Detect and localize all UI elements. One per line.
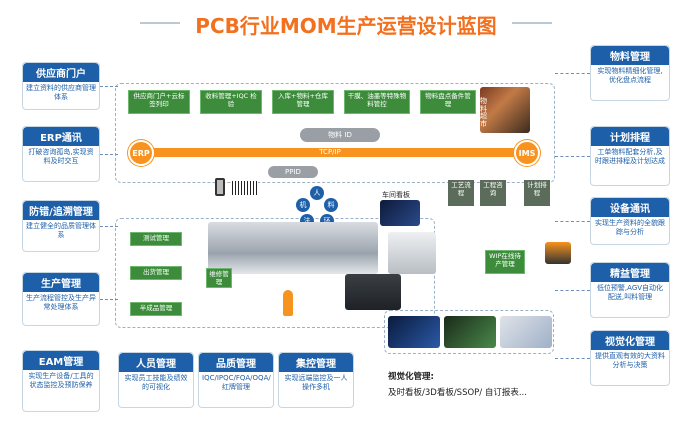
semi-finished-mgmt-box: 半成品管理 [130,302,182,316]
visual-screen-1 [388,316,440,348]
card-desc: 打破咨询孤岛,实现资料及时交互 [28,148,94,165]
card-desc: 低位预警,AGV自动化配送,叫料管理 [596,284,664,301]
card-title: 供应商门户 [23,63,99,82]
process-step-inventory: 物料盘点备件管理 [420,90,476,114]
card-title: 精益管理 [591,263,669,282]
workshop-board-label: 车间看板 [382,191,410,199]
material-id-pill: 物料 ID [300,128,380,142]
card-title: 物料管理 [591,46,669,65]
card-quality: 品质管理 IQC/IPQC/FQA/OQA/ 红牌管理 [198,352,274,408]
card-title: 视觉化管理 [591,331,669,350]
connector [555,358,590,359]
plan-schedule-box: 计划排程 [524,180,550,206]
production-line-image [208,222,378,274]
card-title: 人员管理 [119,353,193,372]
card-device-comm: 设备通讯 实现生产资料的全貌跟踪与分析 [590,197,670,245]
visual-screen-3 [500,316,552,348]
visual-frame [384,310,554,354]
card-desc: 实现生产设备/工具的状态监控及预防保养 [28,372,94,389]
worker-figure [283,290,293,316]
phone-icon [215,178,225,196]
visual-screen-2 [444,316,496,348]
main-diagram-frame [115,83,555,183]
card-desc: 实现员工技能及绩效的可视化 [124,374,188,391]
card-desc: 建立健全的品质管理体系 [26,222,96,239]
card-title: 生产管理 [23,273,99,292]
card-material-mgmt: 物料管理 实现物料精细化管理,优化盘点流程 [590,45,670,101]
ims-node: IMS [514,140,540,166]
card-title: EAM管理 [23,351,99,370]
card-erp-comm: ERP通讯 打破咨询孤岛,实现资料及时交互 [22,126,100,182]
visual-title: 视觉化管理: [388,372,434,382]
barcode-icon [232,181,258,195]
card-scheduling: 计划排程 工单物料配套分析,及时跟进排程及计划达成 [590,126,670,186]
agv-image [545,242,571,264]
card-central-control: 集控管理 实现远端监控及一人操作多机 [278,352,354,408]
smt-machine-image [388,232,436,274]
circle-material: 料 [324,198,338,212]
engineering-consult-box: 工程咨询 [480,180,506,206]
visual-desc: 及时看板/3D看板/SSOP/ 自订报表... [388,388,527,398]
circle-people: 人 [310,186,324,200]
card-personnel: 人员管理 实现员工技能及绩效的可视化 [118,352,194,408]
material-supermarket-image [480,87,530,133]
test-mgmt-box: 测试管理 [130,232,182,246]
card-visual: 视觉化管理 提供直观有效的大资料分析与决策 [590,330,670,386]
card-desc: IQC/IPQC/FQA/OQA/ 红牌管理 [202,374,271,391]
card-desc: 实现物料精细化管理,优化盘点流程 [597,67,663,84]
process-step-warehouse: 入库+物料+仓库管理 [272,90,334,114]
connector [555,156,590,157]
shipping-mgmt-box: 出货管理 [130,266,182,280]
card-desc: 实现生产资料的全貌跟踪与分析 [595,219,665,236]
page-title: PCB行业MOM生产运营设计蓝图 [195,14,497,38]
connector [555,221,590,222]
card-title: 计划排程 [591,127,669,146]
card-error-proof: 防错/追溯管理 建立健全的品质管理体系 [22,200,100,252]
card-title: 集控管理 [279,353,353,372]
connector [100,86,118,87]
connector [555,73,590,74]
title-deco-left [140,22,180,24]
control-desk-image [345,274,401,310]
card-eam: EAM管理 实现生产设备/工具的状态监控及预防保养 [22,350,100,412]
process-flow-box: 工艺流程 [448,180,474,206]
ppid-pill: PPID [268,166,318,178]
process-step-special-material: 干膜、油墨等特殊物料管控 [344,90,410,114]
connector [100,226,118,227]
connector [555,290,590,291]
tcpip-bus: TCP/IP [140,148,520,157]
card-production: 生产管理 生产流程管控及生产异常处理体系 [22,272,100,326]
circle-machine: 机 [296,198,310,212]
title-deco-right [512,22,552,24]
tcpip-label: TCP/IP [319,148,341,156]
material-supermarket-label: 物料超市 [480,97,487,129]
process-step-supplier: 供应商门户+云标签列印 [128,90,190,114]
wip-box: WIP在线待产管理 [485,250,525,274]
card-title: 品质管理 [199,353,273,372]
workshop-board-image [380,200,420,226]
card-title: 防错/追溯管理 [23,201,99,220]
card-supplier-portal: 供应商门户 建立资料的供应商管理体系 [22,62,100,110]
card-desc: 建立资料的供应商管理体系 [26,84,96,101]
card-desc: 工单物料配套分析,及时跟进排程及计划达成 [595,148,665,165]
connector [100,154,118,155]
card-desc: 实现远端监控及一人操作多机 [284,374,348,391]
repair-mgmt-box: 维修管理 [206,268,232,288]
connector [100,299,118,300]
card-desc: 提供直观有效的大资料分析与决策 [595,352,665,369]
card-title: 设备通讯 [591,198,669,217]
process-step-receiving: 收料管理+IQC 检验 [200,90,262,114]
card-title: ERP通讯 [23,127,99,146]
erp-node: ERP [128,140,154,166]
card-lean: 精益管理 低位预警,AGV自动化配送,叫料管理 [590,262,670,318]
card-desc: 生产流程管控及生产异常处理体系 [26,294,96,311]
